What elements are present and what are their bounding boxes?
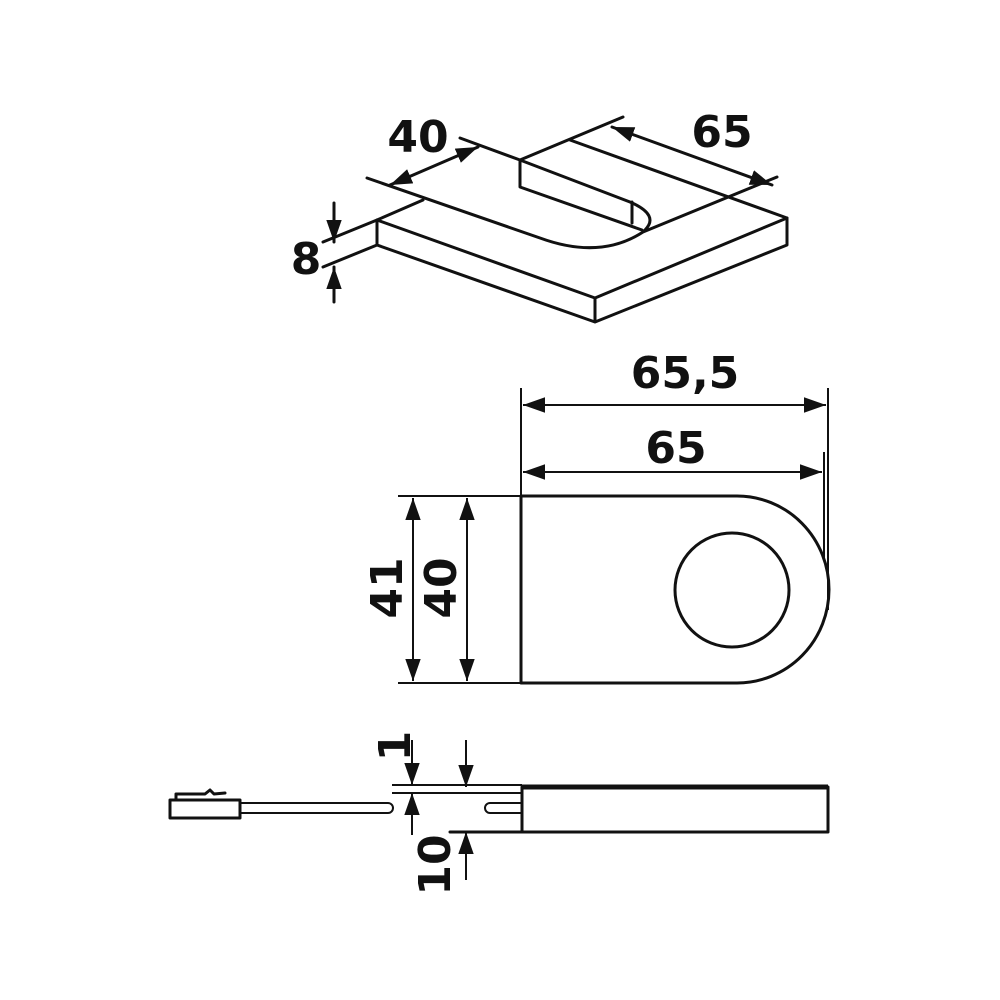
slot-outline xyxy=(365,175,779,250)
dim-10-label: 10 xyxy=(410,834,461,895)
dim-65-label: 65 xyxy=(645,423,706,474)
slot-wall xyxy=(458,115,789,232)
dim-40-arrow xyxy=(388,145,480,187)
isometric-view: 40 65 8 xyxy=(291,107,789,324)
dim-65-5-label: 65,5 xyxy=(631,348,740,399)
dim-1-label: 1 xyxy=(370,731,421,762)
mounting-hole xyxy=(673,531,791,649)
thin-sheet-lines xyxy=(392,784,522,794)
dim-8-extension-lines xyxy=(321,218,379,269)
dim-41-label: 41 xyxy=(362,557,413,618)
dim-40-label-side: 40 xyxy=(416,557,467,618)
rod xyxy=(240,802,394,814)
extension-lines-width xyxy=(398,495,521,684)
slab-left-top-edge xyxy=(375,198,425,222)
dim-8-label: 8 xyxy=(291,234,322,285)
top-view: 65,5 65 41 40 xyxy=(362,348,831,685)
connector xyxy=(168,788,242,820)
dim-65-label: 65 xyxy=(691,107,752,158)
slot-recess xyxy=(484,802,522,814)
slab-front-face xyxy=(375,216,789,324)
dim-40-label: 40 xyxy=(387,112,448,163)
dim-65-arrow xyxy=(610,125,774,187)
side-view: 1 10 xyxy=(168,731,830,896)
plate-body xyxy=(448,785,830,834)
